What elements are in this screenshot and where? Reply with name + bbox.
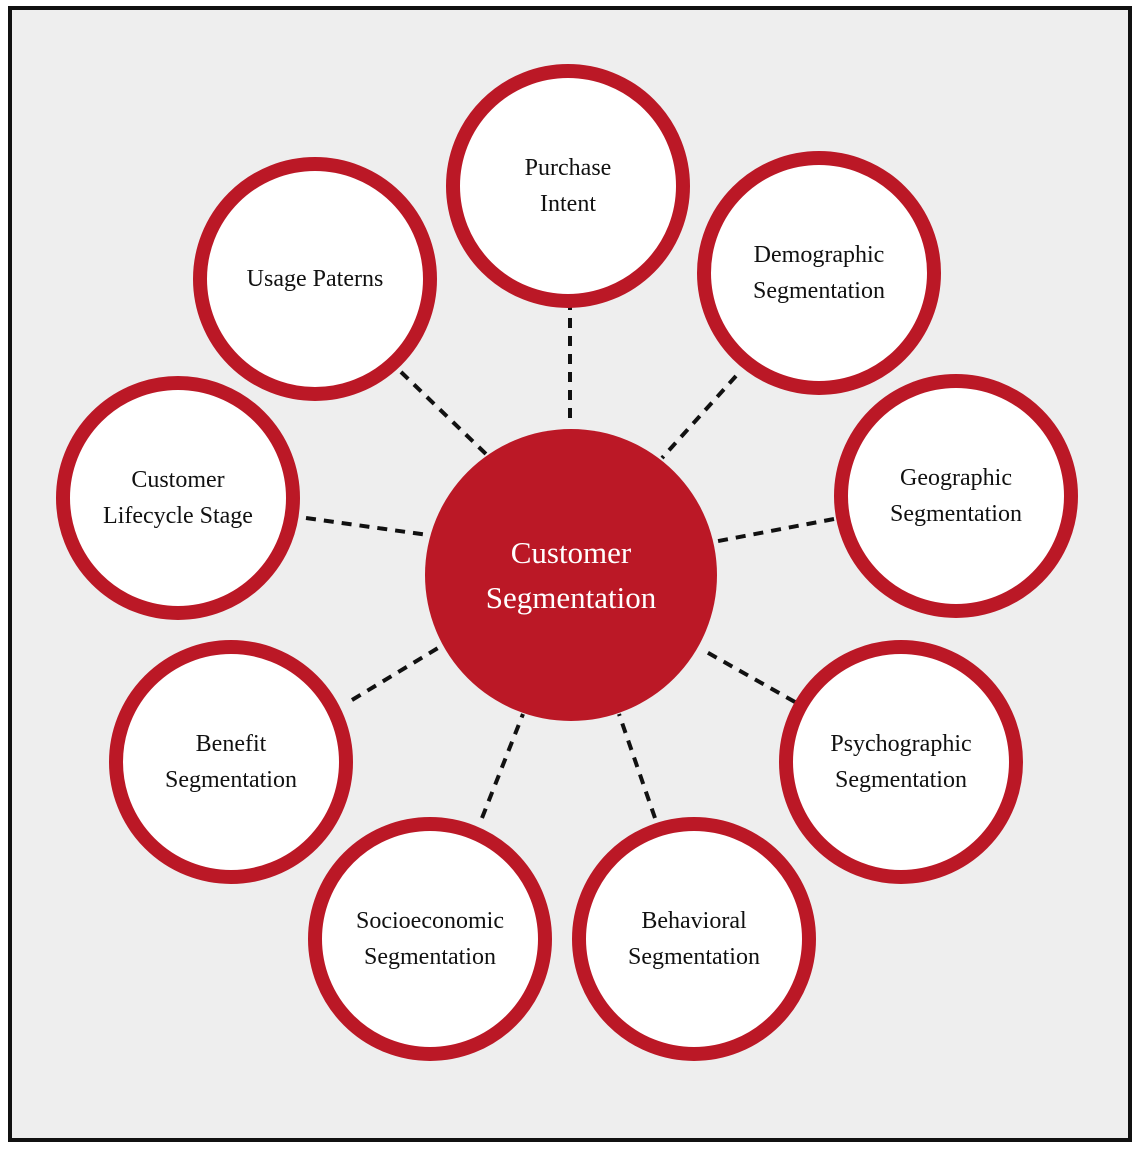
node-label: Socioeconomic Segmentation xyxy=(356,908,504,970)
center-node-label: Customer Segmentation xyxy=(485,535,657,615)
connector-geographic xyxy=(712,517,835,544)
node-label: Psychographic Segmentation xyxy=(830,731,972,793)
connector-lifecycle xyxy=(305,516,429,537)
connector-psychographic xyxy=(702,648,796,704)
node-label: Purchase Intent xyxy=(524,155,612,217)
connector-benefit xyxy=(350,643,445,702)
node-usage-patterns: Usage Paterns xyxy=(193,157,437,401)
node-label: Benefit Segmentation xyxy=(165,731,297,793)
connector-socioeconomic xyxy=(480,713,525,819)
node-socioeconomic-segmentation: Socioeconomic Segmentation xyxy=(308,817,552,1061)
node-label: Demographic Segmentation xyxy=(753,242,885,304)
connector-demographic xyxy=(660,374,738,460)
node-label: Behavioral Segmentation xyxy=(628,908,760,970)
node-geographic-segmentation: Geographic Segmentation xyxy=(834,374,1078,618)
node-customer-lifecycle-stage: Customer Lifecycle Stage xyxy=(56,376,300,620)
node-purchase-intent: Purchase Intent xyxy=(446,64,690,308)
connector-usage xyxy=(399,370,489,457)
node-label: Geographic Segmentation xyxy=(890,465,1022,527)
connector-behavioral xyxy=(617,713,657,819)
center-node: Customer Segmentation xyxy=(425,429,717,721)
node-demographic-segmentation: Demographic Segmentation xyxy=(697,151,941,395)
node-behavioral-segmentation: Behavioral Segmentation xyxy=(572,817,816,1061)
node-label: Customer Lifecycle Stage xyxy=(103,467,253,529)
node-benefit-segmentation: Benefit Segmentation xyxy=(109,640,353,884)
node-psychographic-segmentation: Psychographic Segmentation xyxy=(779,640,1023,884)
node-label: Usage Paterns xyxy=(246,266,384,292)
